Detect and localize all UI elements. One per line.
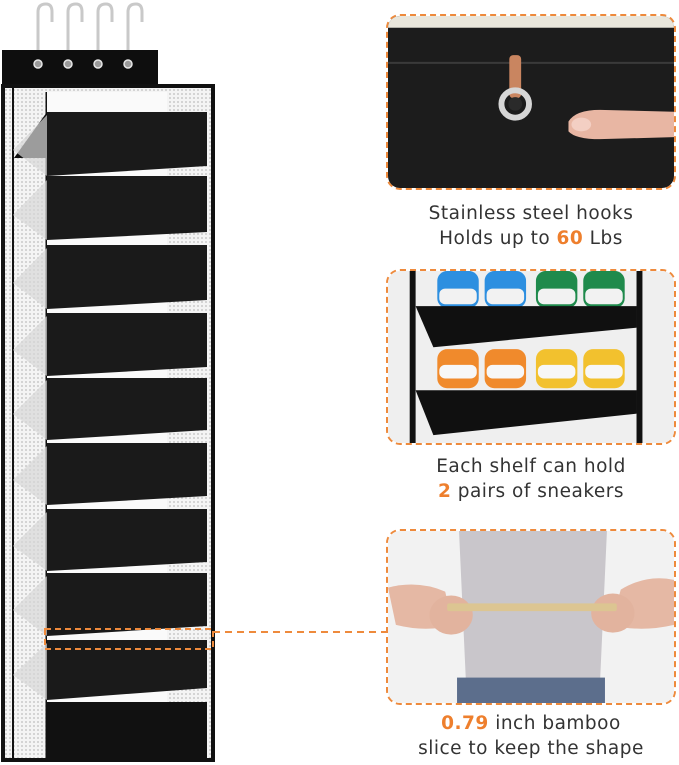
shelf-sneakers-photo bbox=[386, 269, 676, 445]
hooks-caption-line2: Holds up to 60 Lbs bbox=[386, 226, 676, 251]
sneakers-bottom-row bbox=[437, 349, 625, 389]
shelf-4 bbox=[47, 313, 207, 376]
grommets bbox=[33, 59, 133, 69]
hook-strap bbox=[509, 55, 522, 99]
weight-capacity-value: 60 bbox=[556, 228, 584, 249]
hooks-caption-prefix: Holds up to bbox=[439, 228, 557, 249]
shelf-1 bbox=[14, 112, 207, 176]
shelf-caption-line1: Each shelf can hold bbox=[436, 456, 626, 477]
bamboo-caption-line2: slice to keep the shape bbox=[418, 738, 644, 759]
bamboo-slice-photo bbox=[386, 529, 676, 705]
finger bbox=[568, 109, 674, 140]
bamboo-caption-suffix: inch bamboo bbox=[488, 713, 621, 734]
bamboo-width-value: 0.79 bbox=[441, 713, 489, 734]
hook-closeup-photo bbox=[386, 14, 676, 190]
shelf-8 bbox=[47, 573, 207, 636]
shoe-organizer-illustration bbox=[1, 2, 215, 762]
shelf-6 bbox=[47, 443, 207, 505]
door-hooks bbox=[36, 2, 144, 58]
hooks-caption-line1: Stainless steel hooks bbox=[428, 203, 634, 224]
grommet-icon bbox=[498, 87, 532, 121]
shelf-caption-line2: 2 pairs of sneakers bbox=[386, 479, 676, 504]
shelves bbox=[14, 112, 207, 758]
shelf-3 bbox=[47, 245, 207, 309]
hooks-caption-suffix: Lbs bbox=[583, 228, 623, 249]
shelf-caption-suffix: pairs of sneakers bbox=[451, 481, 625, 502]
bamboo-slice-highlight bbox=[44, 628, 214, 650]
sneakers-top-row bbox=[437, 271, 625, 309]
shirt bbox=[459, 531, 607, 703]
hooks-caption: Stainless steel hooks Holds up to 60 Lbs bbox=[386, 201, 676, 251]
top-band bbox=[2, 50, 158, 88]
bamboo-caption-line1: 0.79 inch bamboo bbox=[386, 711, 676, 736]
bamboo-caption: 0.79 inch bamboo slice to keep the shape bbox=[386, 711, 676, 761]
bamboo-slice bbox=[447, 603, 617, 612]
shelf-9 bbox=[47, 640, 207, 700]
pairs-count-value: 2 bbox=[437, 481, 452, 502]
shelf-caption: Each shelf can hold 2 pairs of sneakers bbox=[386, 454, 676, 504]
shelf-2 bbox=[47, 176, 207, 240]
shelf-5 bbox=[47, 378, 207, 440]
shelf-7 bbox=[47, 509, 207, 571]
